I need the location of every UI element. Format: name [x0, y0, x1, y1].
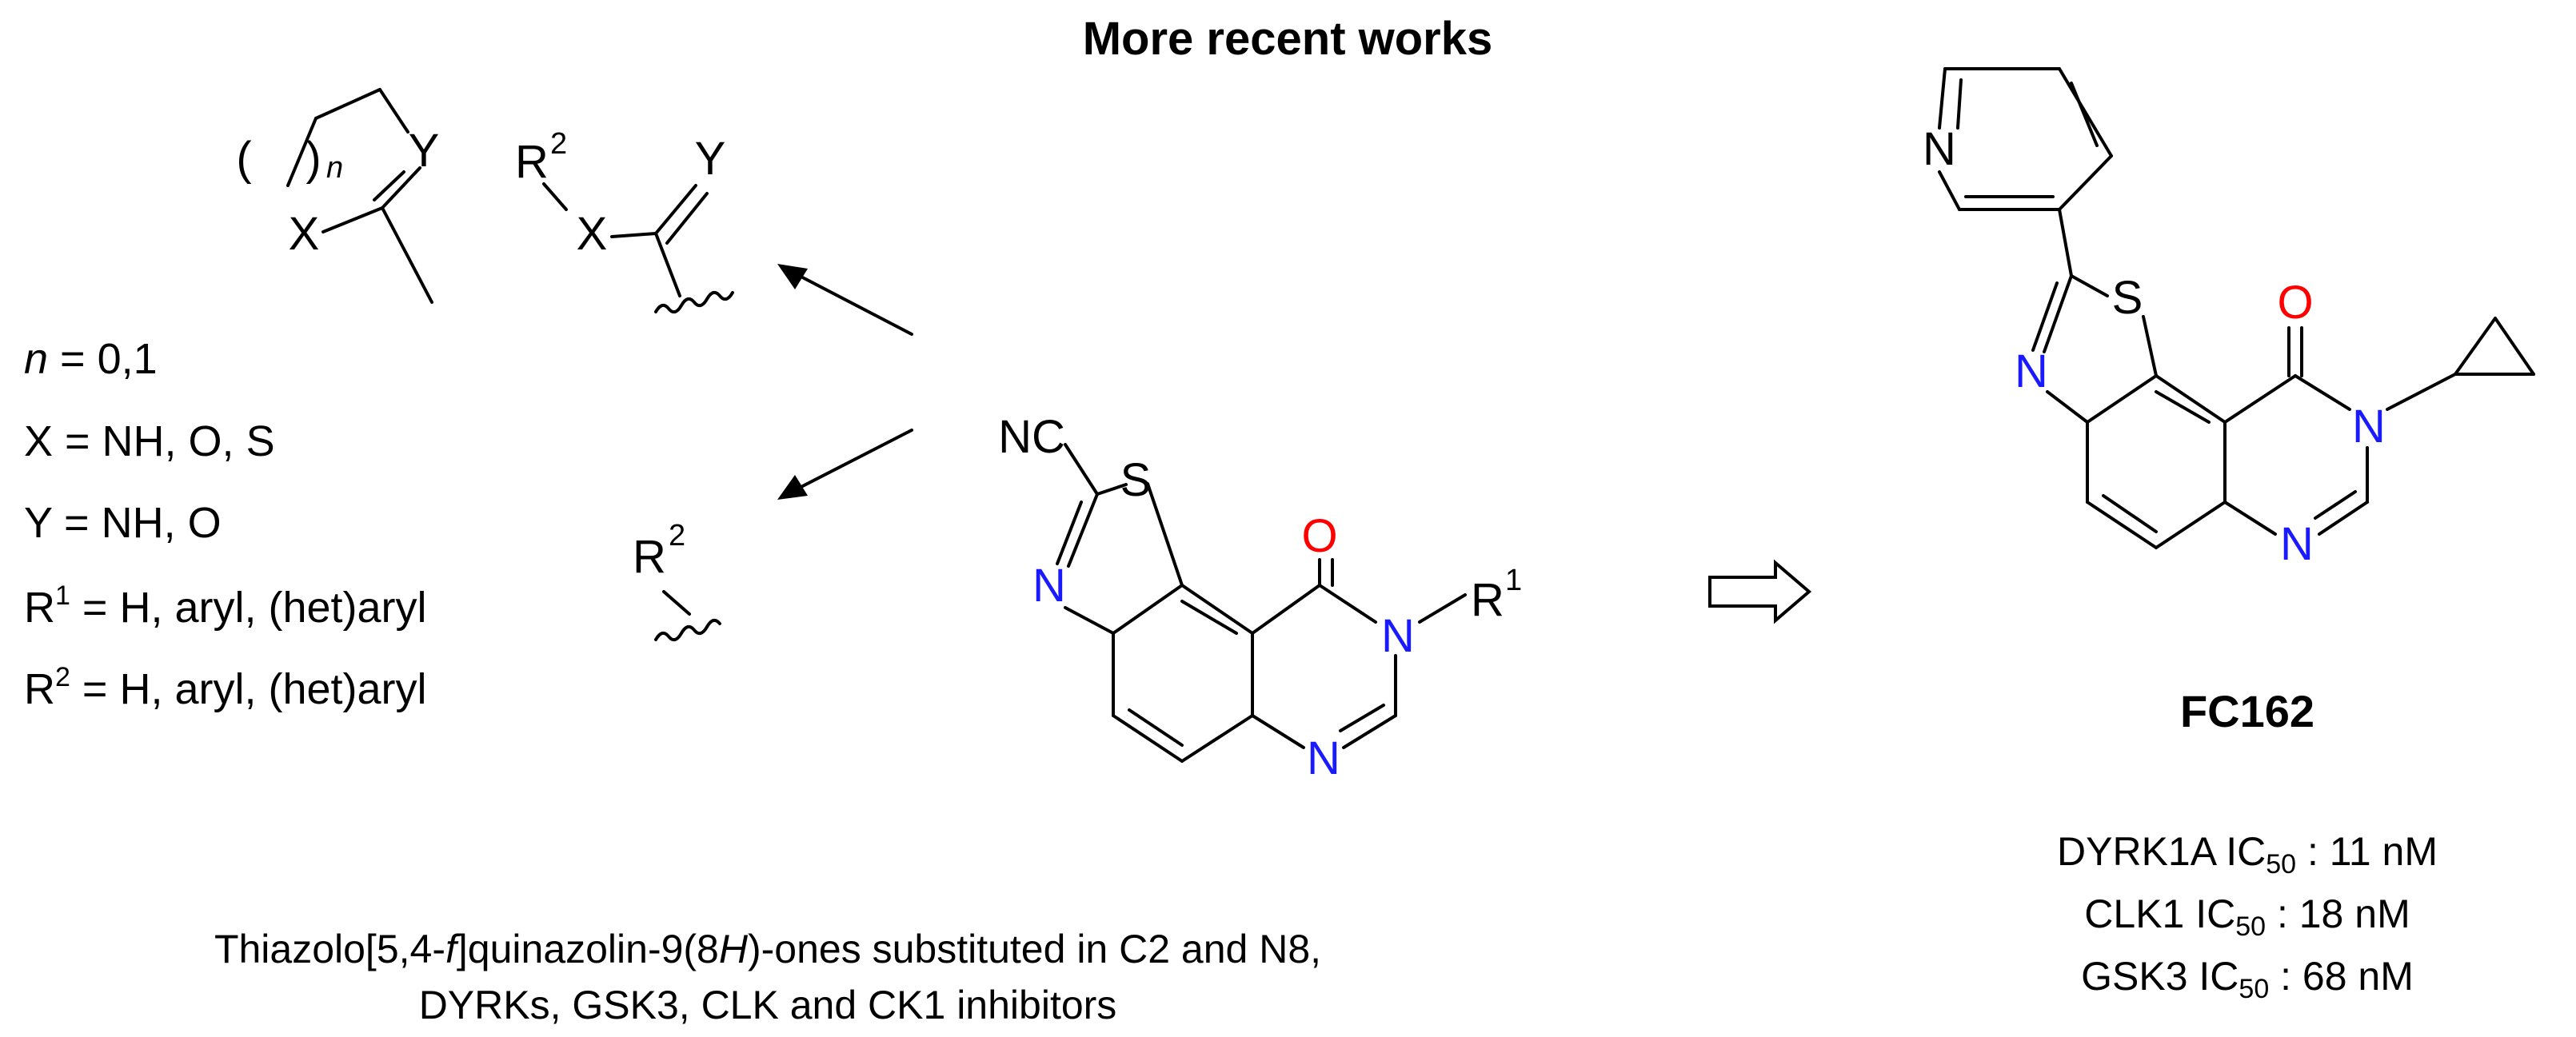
caption-part-f: f	[445, 927, 457, 971]
atom-x-cyclic: X	[289, 208, 320, 260]
atom-r-center: R	[1471, 574, 1504, 626]
activity-2-target: CLK1 IC	[2084, 891, 2236, 936]
atom-n8-fc162: N	[2352, 401, 2386, 453]
atom-nc: NC	[998, 411, 1065, 463]
atom-n-thiazole-fc162: N	[2015, 345, 2048, 397]
central-scaffold	[1056, 443, 1467, 763]
atom-n-pyridine: N	[1923, 123, 1956, 175]
activity-1-sub: 50	[2266, 849, 2297, 879]
fc162-structure	[1938, 67, 2535, 549]
arrow-up	[790, 270, 913, 336]
caption-part-h: H	[718, 927, 748, 971]
atom-y-cyclic: Y	[409, 125, 440, 177]
condition-r2-rest: = H, aryl, (het)aryl	[70, 665, 427, 713]
activity-2-sub: 50	[2235, 911, 2266, 942]
activity-2-value: : 18 nM	[2266, 891, 2410, 936]
activity-1-target: DYRK1A IC	[2057, 829, 2266, 874]
condition-n-var: n	[24, 335, 49, 383]
activity-3-target: GSK3 IC	[2081, 954, 2239, 999]
atom-r-acyclic: R	[515, 136, 549, 188]
atom-s-fc162: S	[2112, 272, 2143, 324]
r2-substituent	[654, 590, 721, 642]
atom-x-acyclic: X	[577, 208, 608, 260]
atom-o-center: O	[1301, 510, 1337, 562]
condition-r1-sym: R	[24, 584, 55, 632]
r2-sup: 2	[669, 519, 685, 552]
condition-r2-sym: R	[24, 665, 55, 713]
condition-y: Y = NH, O	[24, 499, 222, 547]
activity-1-value: : 11 nM	[2296, 829, 2438, 874]
n-index: n	[326, 151, 343, 185]
scheme-title: More recent works	[1083, 13, 1493, 65]
r2-sup-acyclic: 2	[550, 127, 567, 161]
condition-n-rest: = 0,1	[48, 335, 158, 383]
condition-r1-rest: = H, aryl, (het)aryl	[70, 584, 427, 632]
caption-part-c: )-ones substituted in C2 and N8,	[747, 927, 1322, 971]
caption-part-a: Thiazolo[5,4-	[214, 927, 445, 971]
arrow-down-head	[777, 475, 808, 500]
activity-3-sub: 50	[2239, 974, 2270, 1004]
cyclic-substituent	[286, 88, 433, 304]
caption-line-2: DYRKs, GSK3, CLK and CK1 inhibitors	[418, 983, 1117, 1027]
atom-r-r2: R	[633, 531, 666, 583]
atom-y-acyclic: Y	[695, 133, 726, 185]
atom-n-pyrimidine-fc162: N	[2280, 518, 2314, 570]
arrow-up-head	[777, 264, 808, 289]
condition-n: n = 0,1	[24, 337, 158, 381]
acyclic-substituent	[542, 182, 734, 314]
r1-sup-center: 1	[1505, 564, 1522, 597]
caption-part-b: ]quinazolin-9(8	[456, 927, 719, 971]
activity-row-1: DYRK1A IC50 : 11 nM	[1919, 832, 2575, 878]
atom-n-pyrimidine-center: N	[1307, 732, 1340, 784]
condition-x: X = NH, O, S	[24, 417, 275, 465]
atom-s-center: S	[1120, 454, 1152, 506]
atom-n-thiazole-center: N	[1032, 560, 1066, 612]
condition-r1-sup: 1	[55, 580, 70, 611]
condition-r1: R1 = H, aryl, (het)aryl	[24, 582, 427, 629]
open-arrow[interactable]	[1708, 559, 1812, 624]
condition-r2-sup: 2	[55, 662, 70, 692]
paren-close: )	[306, 133, 321, 185]
compound-name: FC162	[2179, 686, 2315, 736]
atom-n8-center: N	[1381, 610, 1415, 662]
activity-row-3: GSK3 IC50 : 68 nM	[1919, 956, 2575, 1003]
condition-r2: R2 = H, aryl, (het)aryl	[24, 664, 427, 711]
activity-3-value: : 68 nM	[2269, 954, 2414, 999]
atom-o-fc162: O	[2277, 277, 2313, 329]
arrow-down	[790, 429, 913, 493]
caption-line-1: Thiazolo[5,4-f]quinazolin-9(8H)-ones sub…	[0, 929, 1536, 969]
activity-row-2: CLK1 IC50 : 18 nM	[1919, 894, 2575, 940]
paren-open: (	[236, 133, 251, 185]
